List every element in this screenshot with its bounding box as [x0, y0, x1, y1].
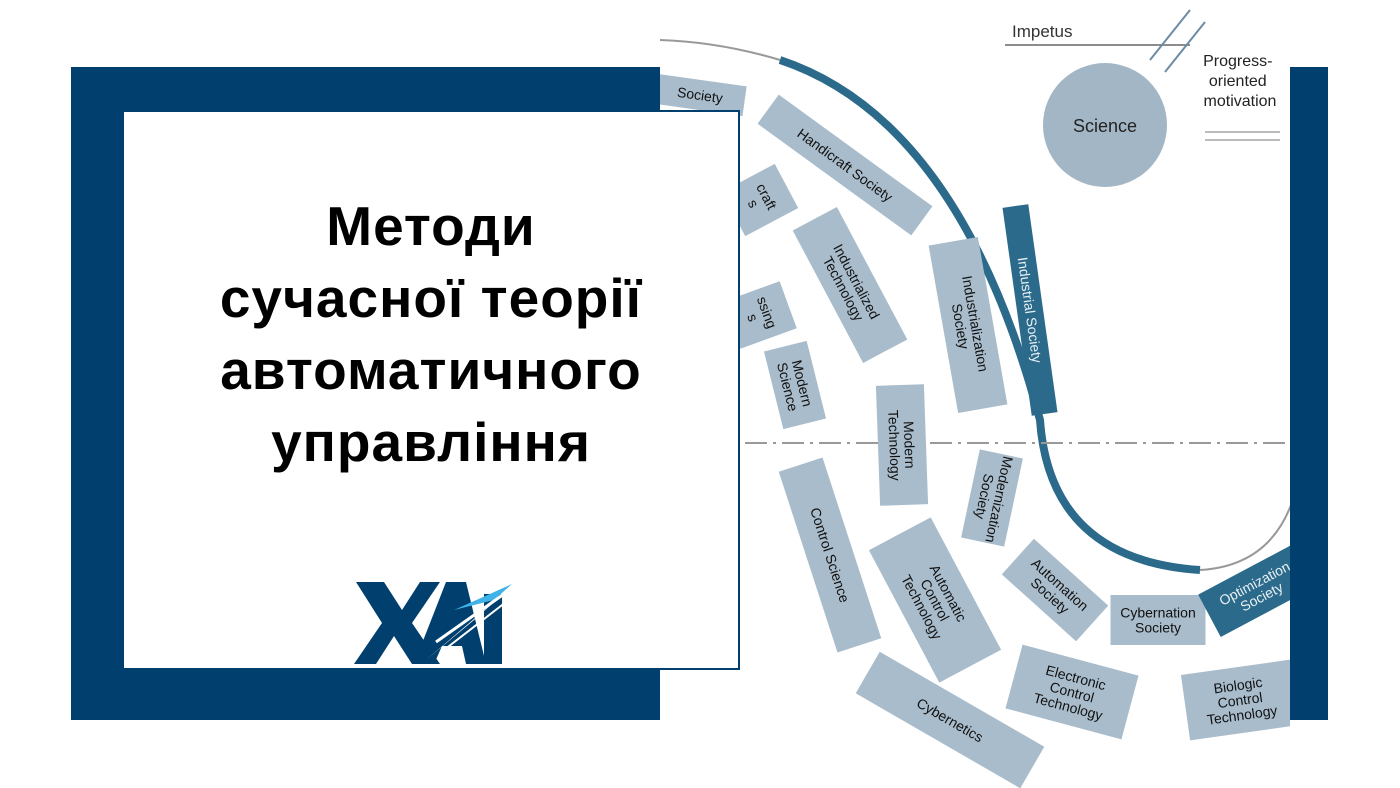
motivation-label: Progress- oriented motivation: [1203, 53, 1277, 110]
title-line: автоматичного: [220, 339, 642, 401]
diagram-box-society-partial: Society: [660, 73, 747, 117]
diagram-box-label: Society: [949, 302, 973, 350]
title-line: Методи: [326, 195, 536, 257]
diagram-box-label: Society: [676, 84, 724, 106]
diagram-box-label: Control: [1217, 689, 1264, 711]
inner-arc: [1199, 504, 1290, 571]
khai-logo: [354, 582, 512, 664]
title-line: управління: [271, 411, 591, 473]
navy-frame-right: [1290, 67, 1328, 720]
diagram-box-label: Society: [1135, 620, 1181, 636]
diagram-box-label: Cybernation: [1120, 605, 1196, 621]
science-label: Science: [1073, 116, 1137, 136]
diagram-box-label: Modern: [901, 421, 919, 469]
course-title: Методи сучасної теорії автоматичного упр…: [124, 190, 738, 478]
impetus-label: Impetus: [1012, 22, 1072, 41]
diagram-box-label: Biologic: [1213, 674, 1264, 697]
diagram-box-label: Handicraft Society: [794, 125, 895, 205]
title-line: сучасної теорії: [219, 267, 643, 329]
title-card: Методи сучасної теорії автоматичного упр…: [122, 110, 740, 670]
diagram-box-control-science: Control Science: [778, 457, 882, 653]
science-circle: [1043, 63, 1167, 187]
diagram-box-industrial-society: Industrial Society: [1002, 204, 1058, 416]
diagram-box-label: Technology: [885, 410, 903, 481]
outer-arc: [660, 39, 781, 61]
